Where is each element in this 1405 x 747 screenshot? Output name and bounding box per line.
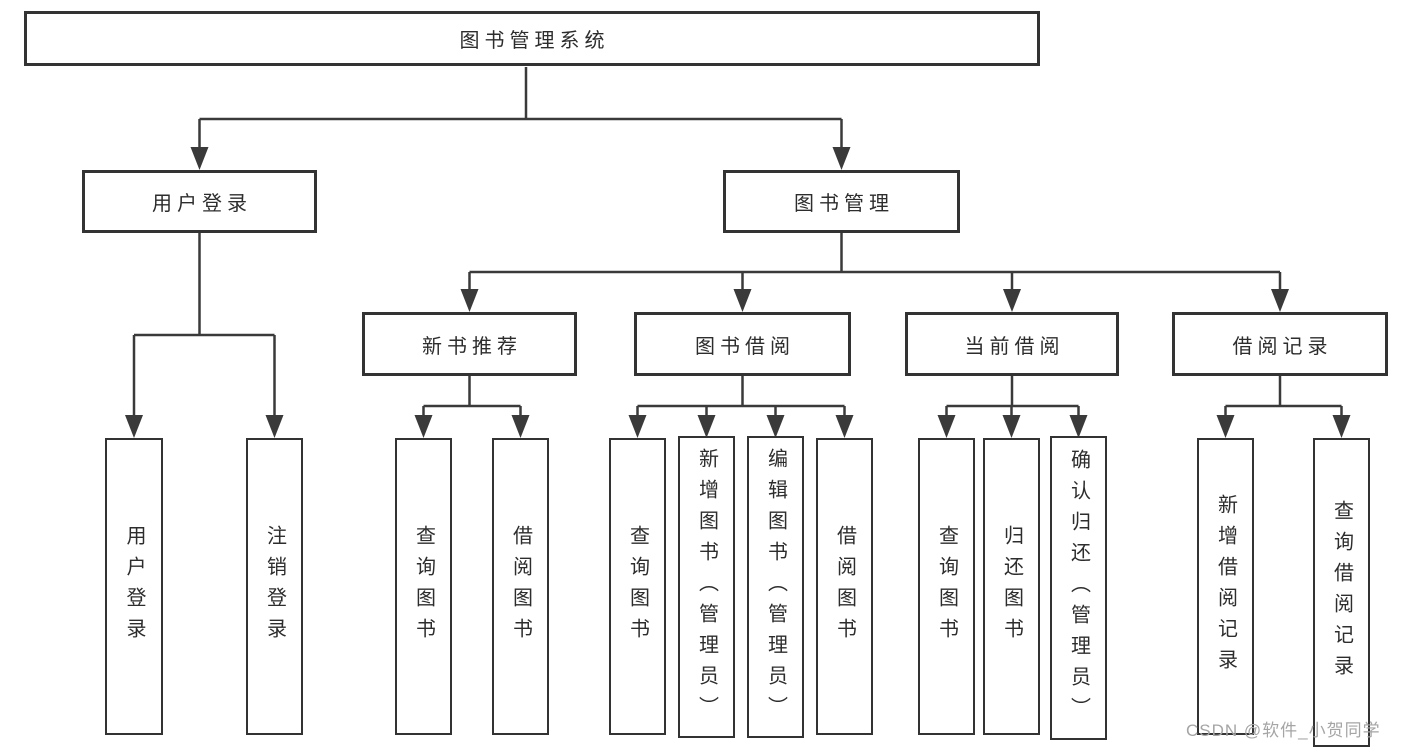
node-book-borrowing: 图书借阅 [634, 312, 851, 376]
node-user-login-action: 用户登录 [105, 438, 163, 735]
node-label: 当前借阅 [964, 335, 1065, 358]
node-query-books-current: 查询图书 [918, 438, 975, 735]
connector-new-book-recommend-children [414, 376, 530, 438]
node-label: 图书借阅 [695, 335, 795, 358]
node-book-management: 图书管理 [723, 170, 960, 233]
node-user-login: 用户登录 [82, 170, 317, 233]
node-label: 借阅图书 [833, 524, 856, 649]
node-new-book-recommend: 新书推荐 [362, 312, 577, 376]
node-label: 查询图书 [412, 524, 435, 649]
node-label: 用户登录 [152, 193, 252, 215]
node-borrowing-records: 借阅记录 [1172, 312, 1388, 376]
node-borrow-books-recommend: 借阅图书 [492, 438, 549, 735]
node-label: 归还图书 [1000, 524, 1023, 649]
node-label: 查询图书 [626, 524, 649, 649]
node-label: 借阅记录 [1232, 335, 1333, 358]
connector-book-management-children [460, 233, 1289, 312]
node-label: 新增图书（管理员） [695, 447, 718, 727]
node-label: 查询借阅记录 [1330, 499, 1353, 686]
node-add-books-admin: 新增图书（管理员） [678, 436, 735, 738]
connector-user-login-children [125, 233, 284, 438]
node-label: 用户登录 [123, 524, 145, 649]
connector-book-borrowing-children [628, 376, 854, 438]
node-borrow-books-action: 借阅图书 [816, 438, 873, 735]
node-label: 新书推荐 [422, 335, 522, 358]
node-label: 编辑图书（管理员） [764, 447, 787, 727]
connector-root-to-level2 [190, 67, 851, 170]
node-query-books-borrowing: 查询图书 [609, 438, 666, 735]
connector-borrowing-records-children [1216, 376, 1351, 438]
node-label: 查询图书 [935, 524, 958, 649]
node-edit-books-admin: 编辑图书（管理员） [747, 436, 804, 738]
node-library-system: 图书管理系统 [24, 11, 1040, 66]
node-logout-login: 注销登录 [246, 438, 303, 735]
node-label: 图书管理 [794, 193, 894, 215]
node-return-books: 归还图书 [983, 438, 1040, 735]
node-label: 确认归还（管理员） [1067, 448, 1090, 728]
node-label: 注销登录 [263, 524, 286, 649]
node-query-borrow-record: 查询借阅记录 [1313, 438, 1370, 747]
node-add-borrow-record: 新增借阅记录 [1197, 438, 1254, 735]
node-current-borrowing: 当前借阅 [905, 312, 1119, 376]
node-confirm-return-admin: 确认归还（管理员） [1050, 436, 1107, 740]
node-query-books-recommend: 查询图书 [395, 438, 452, 735]
node-label: 图书管理系统 [459, 30, 610, 52]
watermark: CSDN @软件_小贺同学 [1186, 721, 1381, 740]
connector-current-borrowing-children [937, 376, 1088, 438]
node-label: 借阅图书 [509, 524, 532, 649]
node-label: 新增借阅记录 [1214, 493, 1237, 680]
